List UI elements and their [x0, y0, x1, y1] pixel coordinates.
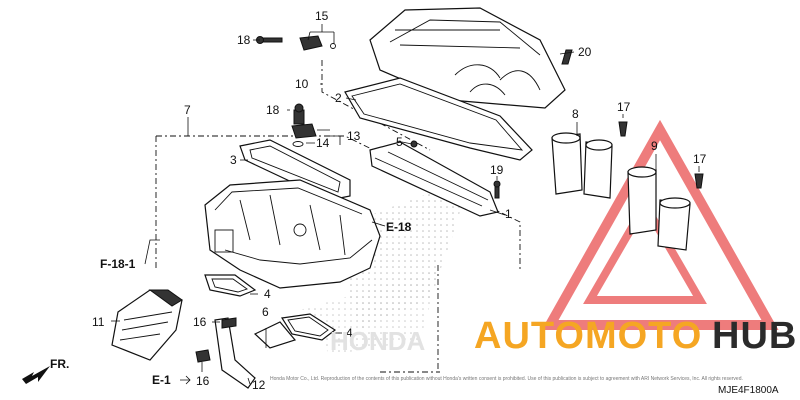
callout-2: 2: [335, 91, 342, 105]
intake-funnel: [111, 289, 183, 361]
sensor-15: [299, 35, 336, 51]
front-direction-arrow: FR.: [22, 357, 69, 384]
callout-9: 9: [651, 139, 658, 153]
leader-lines: [111, 24, 700, 385]
bolt-20: [561, 49, 573, 65]
air-cleaner-case: [204, 179, 381, 289]
breather-tube: [214, 317, 256, 389]
callout-17b: 17: [693, 152, 707, 166]
callout-13: 13: [347, 129, 361, 143]
callout-15: 15: [315, 9, 329, 23]
watermark-text-primary: AUTOMOTO: [474, 315, 702, 357]
bolt-18-top: [256, 36, 283, 44]
sensor-13: [291, 123, 317, 147]
watermark-text-secondary: HUB: [712, 315, 797, 357]
air-filter-element: [369, 141, 499, 217]
callout-7: 7: [184, 103, 191, 117]
callout-12: 12: [252, 378, 266, 392]
bolt-17b: [694, 173, 704, 189]
callout-5: 5: [396, 135, 403, 149]
callout-8: 8: [572, 107, 579, 121]
callout-1: 1: [505, 207, 512, 221]
callout-17a: 17: [617, 100, 631, 114]
callout-18b: 18: [266, 103, 280, 117]
callout-4b: 4: [346, 326, 353, 340]
callout-18a: 18: [237, 33, 251, 47]
plate-6: [253, 321, 297, 349]
ref-f181: F-18-1: [100, 257, 136, 271]
brand-wing-mark: [300, 178, 470, 355]
intake-boot-8: [551, 132, 613, 199]
clamp-16a: [221, 317, 237, 329]
assembly-outline: [155, 135, 521, 373]
bolt-18-lower: [293, 103, 305, 125]
callout-11: 11: [92, 315, 105, 329]
ref-e1-arrow: [180, 375, 191, 385]
cover-seal-gasket: [344, 77, 533, 161]
diagram-code: MJE4F1800A: [718, 385, 779, 396]
rubber-seal-4b: [281, 313, 337, 341]
bolt-19: [493, 180, 501, 199]
callout-20: 20: [578, 45, 592, 59]
callout-3: 3: [230, 153, 237, 167]
intake-boot-9: [627, 166, 691, 251]
clamp-16b: [195, 349, 211, 363]
watermark-triangles: [541, 119, 779, 330]
ref-e18: E-18: [386, 220, 412, 234]
front-label: FR.: [50, 357, 69, 371]
footer-note: Honda Motor Co., Ltd. Reproduction of th…: [270, 376, 743, 382]
callout-16a: 16: [193, 315, 207, 329]
rubber-seal-4a: [204, 274, 257, 297]
callout-19: 19: [490, 163, 504, 177]
callout-6: 6: [262, 305, 269, 319]
callout-14: 14: [316, 136, 330, 150]
cover-outline: [321, 60, 431, 151]
bolt-17a: [618, 121, 628, 137]
brand-mark-text: HONDA: [330, 326, 426, 356]
ref-e1: E-1: [152, 373, 171, 387]
air-cleaner-cover: [369, 7, 566, 109]
callout-10: 10: [295, 77, 309, 91]
callout-16b: 16: [196, 374, 210, 388]
callout-4a: 4: [264, 287, 271, 301]
